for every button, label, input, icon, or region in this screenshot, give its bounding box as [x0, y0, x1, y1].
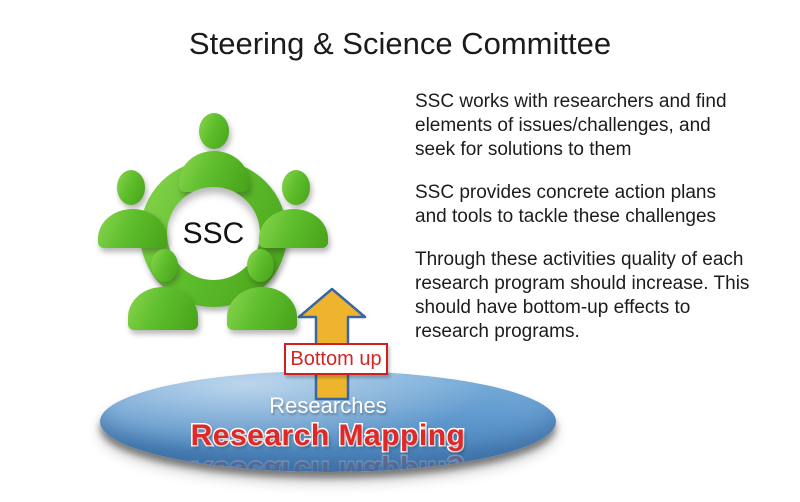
- slide-title: Steering & Science Committee: [188, 26, 612, 61]
- paragraph-ssc-works: SSC works with researchers and find elem…: [415, 91, 727, 160]
- person-head-icon: [247, 249, 274, 282]
- person-head-icon: [151, 249, 178, 282]
- person-icon: [98, 170, 167, 248]
- person-head-icon: [282, 170, 310, 205]
- committee-label: SSC: [182, 217, 245, 250]
- research-mapping-label: Research Mapping: [189, 418, 466, 454]
- person-torso-icon: [259, 209, 328, 248]
- research-mapping-ellipse: Researches Research Mapping Research Map…: [100, 371, 556, 472]
- person-head-icon: [199, 113, 229, 149]
- person-head-icon: [117, 170, 145, 205]
- research-mapping-reflection: Research Mapping: [189, 454, 467, 473]
- person-icon: [128, 249, 198, 330]
- person-torso-icon: [128, 287, 198, 330]
- paragraph-ssc-provides: SSC provides concrete action plans and t…: [415, 182, 717, 227]
- committee-ring-hole: [167, 187, 260, 280]
- person-torso-icon: [179, 151, 249, 192]
- person-icon: [227, 249, 297, 330]
- description-text-block: SSC works with researchers and find elem…: [415, 90, 790, 363]
- person-torso-icon: [98, 209, 167, 248]
- person-torso-icon: [227, 287, 297, 330]
- paragraph-through-activities: Through these activities quality of each…: [415, 249, 750, 342]
- person-icon: [179, 113, 249, 193]
- bottom-up-label: Bottom up: [284, 343, 388, 375]
- person-icon: [259, 170, 328, 248]
